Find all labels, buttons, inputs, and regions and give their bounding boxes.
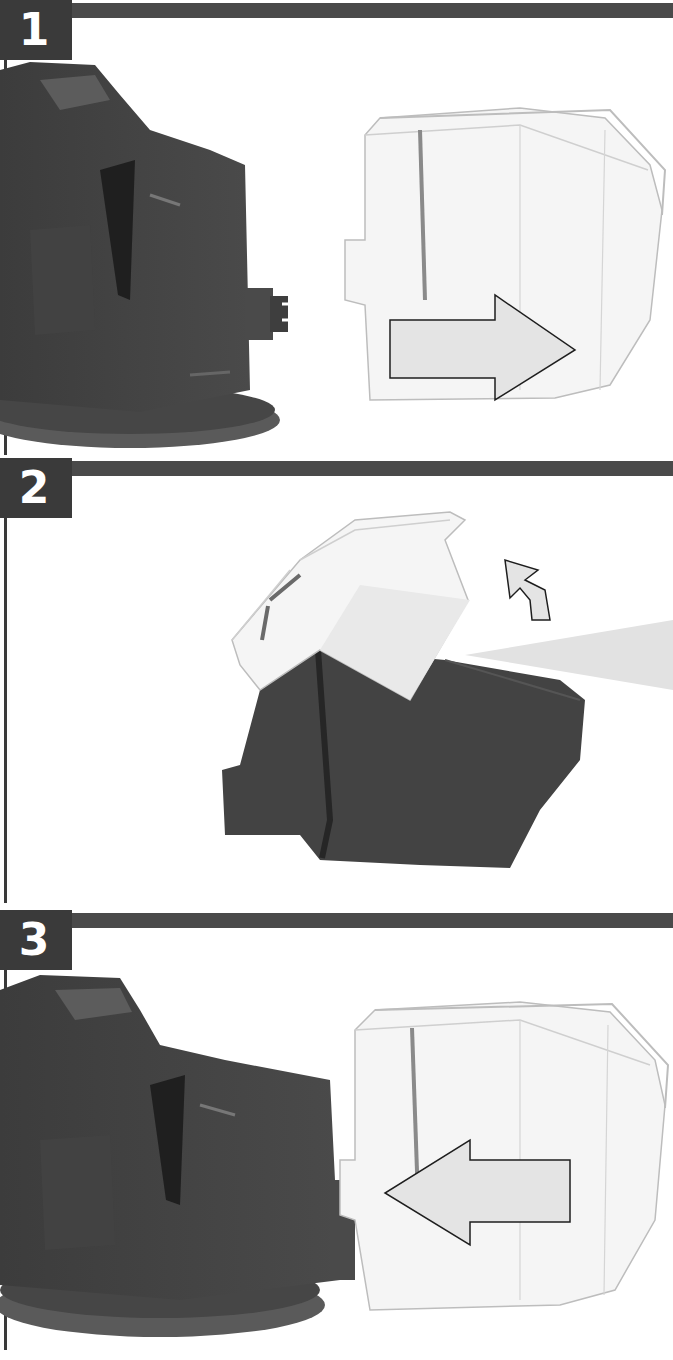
- panel-frame: [0, 0, 673, 455]
- rotation-arrow: [505, 560, 550, 620]
- step-number: 3: [4, 912, 64, 968]
- step-number: 2: [4, 460, 64, 516]
- transparent-cover: [340, 1002, 668, 1310]
- step-number: 1: [4, 2, 64, 58]
- panel-frame: [0, 910, 673, 1350]
- direction-arrow: [390, 295, 575, 400]
- direction-arrow: [385, 1140, 570, 1245]
- panel-frame: [0, 458, 673, 903]
- tool-body: [0, 62, 292, 448]
- tool-body: [0, 975, 355, 1337]
- transparent-cover-lid: [232, 512, 470, 700]
- transparent-cover: [345, 108, 665, 400]
